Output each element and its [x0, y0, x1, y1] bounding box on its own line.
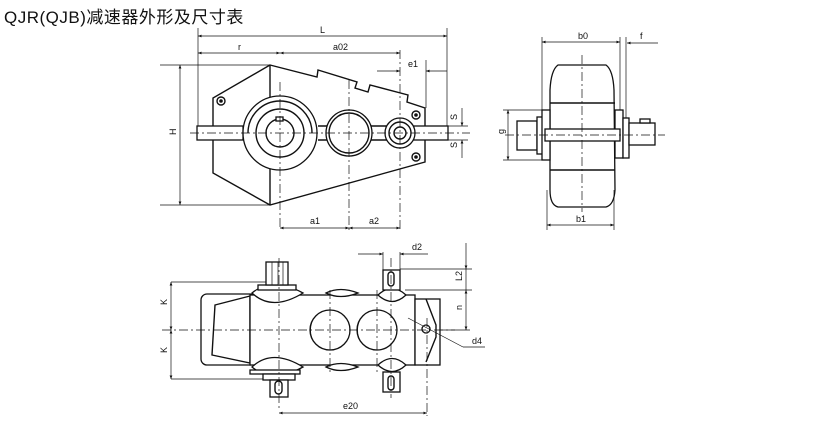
dim-H: H — [168, 129, 178, 136]
dim-L2: L2 — [454, 271, 464, 281]
dim-a02: a02 — [333, 42, 348, 52]
dim-n: n — [454, 305, 464, 310]
housing-outline — [212, 64, 426, 206]
input-hub — [516, 120, 538, 151]
dim-a1: a1 — [310, 216, 320, 226]
dim-d4: d4 — [472, 336, 482, 346]
dim-b1: b1 — [576, 214, 586, 224]
dim-S-top: S — [449, 114, 459, 120]
dim-S-bottom: S — [449, 142, 459, 148]
bolt-icon — [411, 152, 421, 162]
hole-d4 — [421, 324, 431, 334]
input-spline-shaft — [265, 261, 289, 286]
output-shaft-bottom — [382, 371, 401, 393]
end-loop — [200, 293, 257, 366]
dim-d2: d2 — [412, 242, 422, 252]
dim-f: f — [640, 31, 643, 41]
side-view: b0 f g b1 — [496, 31, 665, 230]
dim-r: r — [238, 42, 241, 52]
dim-L: L — [320, 25, 325, 35]
output-shaft-top — [382, 269, 401, 291]
output-hub — [628, 122, 656, 146]
dim-K-bottom: K — [159, 347, 169, 353]
bolt-icon — [216, 96, 226, 106]
dim-K-top: K — [159, 299, 169, 305]
dim-b0: b0 — [578, 31, 588, 41]
dim-g: g — [496, 129, 506, 134]
dim-e20: e20 — [343, 401, 358, 411]
page-title: QJR(QJB)减速器外形及尺寸表 — [4, 8, 244, 27]
top-view: K K d2 L2 n d4 e20 — [159, 242, 485, 416]
front-view: L r a02 e1 H S S a1 a2 — [160, 25, 470, 230]
keyway — [275, 116, 284, 122]
dim-e1: e1 — [408, 59, 418, 69]
bolt-icon — [411, 110, 421, 120]
dim-a2: a2 — [369, 216, 379, 226]
